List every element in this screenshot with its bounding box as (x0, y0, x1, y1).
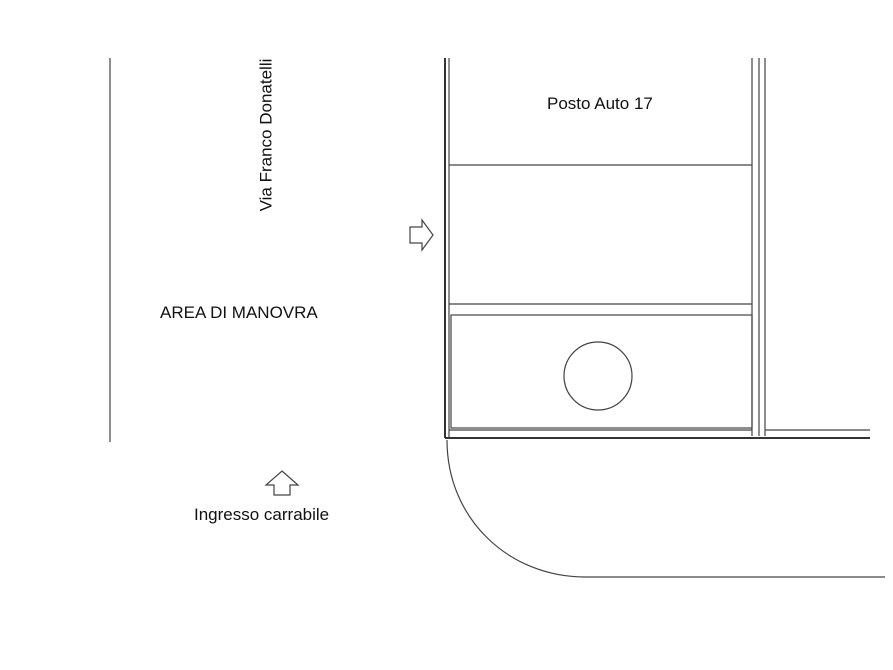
vehicle-entrance-label: Ingresso carrabile (194, 505, 329, 524)
street-name-label: Via Franco Donatelli (256, 59, 275, 212)
road-curve (446, 439, 885, 578)
arrow-up-icon (264, 470, 300, 496)
circle-symbol-icon (563, 341, 633, 411)
storage-box (450, 314, 753, 429)
maneuver-area-label: AREA DI MANOVRA (160, 303, 318, 322)
parking-space-label: Posto Auto 17 (547, 94, 653, 113)
arrow-right-icon (409, 218, 434, 252)
